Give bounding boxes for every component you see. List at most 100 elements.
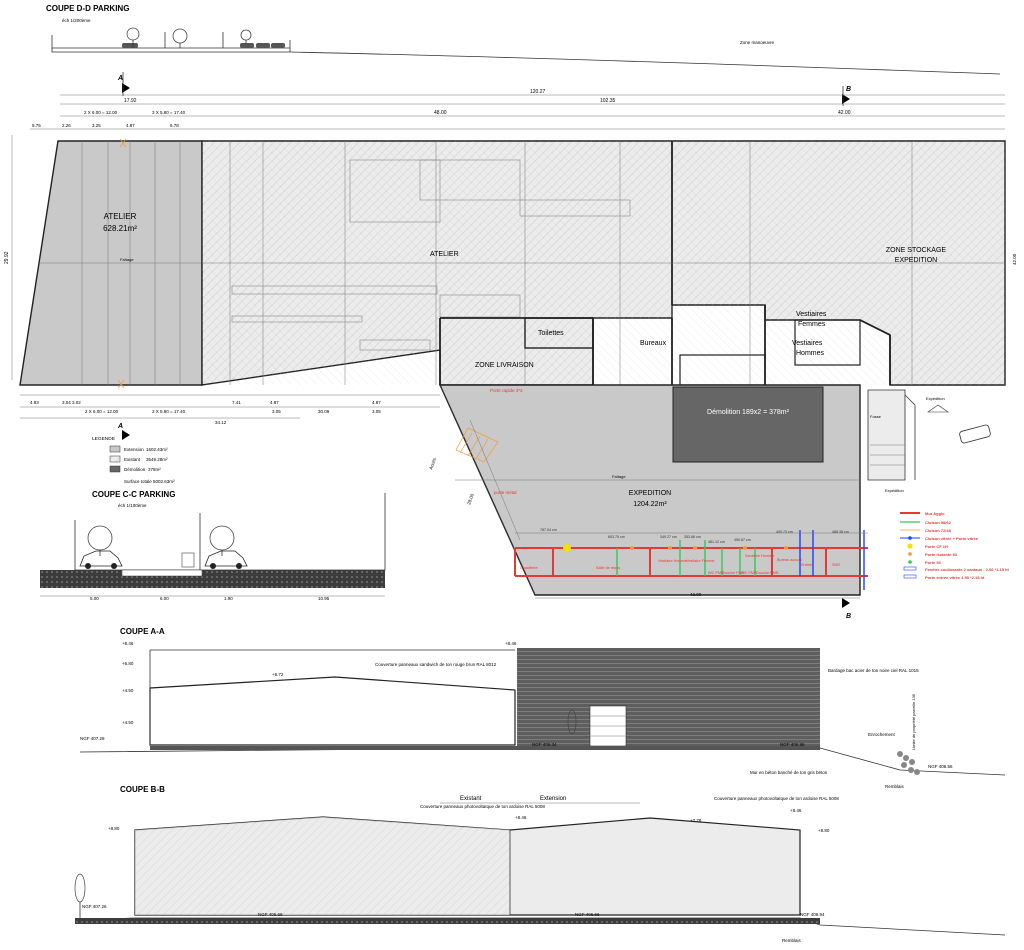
svg-text:3.25: 3.25 (92, 123, 101, 128)
svg-text:48.00: 48.00 (434, 110, 447, 116)
svg-text:42.00: 42.00 (838, 110, 851, 116)
svg-text:3 X 5.80 = 17.40: 3 X 5.80 = 17.40 (152, 409, 186, 414)
svg-text:Cloison 72/48: Cloison 72/48 (925, 528, 952, 533)
marker-b-top: B (846, 86, 851, 93)
demolition-zone (672, 386, 824, 463)
svg-text:Bardage bac acier de ton noire: Bardage bac acier de ton noire ciel RAL … (828, 668, 919, 673)
loading-dock (867, 389, 916, 481)
section-cc: COUPE C-C PARKING éch 1/100ème 5.00 6.00… (40, 490, 386, 601)
svg-text:+8.46: +8.46 (515, 815, 527, 820)
svg-text:42.00: 42.00 (690, 592, 702, 597)
interior-rooms (439, 305, 891, 386)
svg-text:34.12: 34.12 (215, 420, 227, 425)
svg-text:5.75: 5.75 (32, 123, 41, 128)
svg-text:6.78: 6.78 (170, 123, 179, 128)
svg-text:Couverture panneaux photovolta: Couverture panneaux photovoltaïque de to… (714, 796, 839, 801)
svg-text:Hommes: Hommes (796, 350, 825, 357)
svg-text:Vestiaires: Vestiaires (796, 311, 827, 318)
room-sdr: SDR (832, 563, 840, 567)
svg-text:+4.50: +4.50 (122, 720, 134, 725)
room-salle-repos: Salle de repos (596, 566, 620, 570)
svg-text:4.87: 4.87 (372, 400, 381, 405)
svg-text:Vestiaires: Vestiaires (792, 340, 823, 347)
svg-text:Expédition: Expédition (926, 396, 945, 401)
svg-text:NGF 407.28: NGF 407.28 (80, 736, 105, 741)
svg-text:Expédition: Expédition (885, 488, 904, 493)
room-vest-femme: Vestiaire Femme (686, 559, 715, 563)
zone-livraison-label: ZONE LIVRAISON (475, 362, 534, 369)
svg-text:+7.78: +7.78 (690, 818, 702, 823)
svg-text:Extension: Extension (540, 796, 566, 802)
expedition-name: EXPEDITION (629, 490, 671, 497)
svg-text:5.00: 5.00 (90, 596, 99, 601)
tree-icon (567, 709, 577, 735)
svg-text:NGF 407.26: NGF 407.26 (82, 904, 107, 909)
svg-text:Surface totale 5002.63m²: Surface totale 5002.63m² (124, 479, 175, 484)
svg-text:3.04: 3.04 (62, 400, 71, 405)
section-aa: COUPE A-A Couverture panneaux sandwich d… (79, 627, 1006, 789)
svg-text:378m²: 378m² (148, 467, 161, 472)
marker-a-bottom: A (117, 423, 123, 430)
svg-text:Existant: Existant (124, 457, 141, 462)
svg-text:102.35: 102.35 (600, 98, 616, 104)
car-icon (79, 550, 248, 569)
svg-text:787.04 cm: 787.04 cm (540, 528, 557, 532)
svg-text:Limite de propriété parcelle 1: Limite de propriété parcelle 135 (911, 693, 916, 750)
atelier-ext-area: 628.21m² (103, 224, 137, 233)
tree-icon (126, 27, 252, 48)
svg-text:Démolition: Démolition (124, 467, 146, 472)
section-aa-title: COUPE A-A (120, 627, 165, 636)
legend-surfaces: LEGENDE Extension 1602.43m² Existant 354… (92, 436, 175, 484)
svg-text:+6.72: +6.72 (272, 672, 284, 677)
section-dd-terrain (289, 51, 1001, 75)
tree-icon (87, 525, 235, 556)
svg-text:3.05: 3.05 (372, 409, 381, 414)
floor-plan: 120.27 102.35 42.00 17.92 48.00 2 X 6.00… (4, 89, 1017, 599)
svg-text:Porte CF 1H: Porte CF 1H (925, 544, 948, 549)
section-cc-title: COUPE C-C PARKING (92, 490, 175, 499)
svg-text:2 X 6.00 = 12.00: 2 X 6.00 = 12.00 (85, 409, 119, 414)
section-dd-title: COUPE D-D PARKING (46, 4, 129, 13)
existing-building-grid (202, 141, 1005, 385)
svg-text:Porte entrée vitrée 1.90 *2.15: Porte entrée vitrée 1.90 *2.15 ht (925, 575, 985, 580)
demolition-label: Démolition 189x2 = 378m² (707, 409, 790, 416)
svg-text:120.27: 120.27 (530, 89, 546, 95)
svg-text:6.00: 6.00 (160, 596, 169, 601)
svg-text:NGF 406.94: NGF 406.94 (800, 912, 825, 917)
room-bureau-accueil: Bureau accueil (777, 558, 802, 562)
svg-text:10.95: 10.95 (318, 596, 330, 601)
svg-text:Remblais: Remblais (782, 938, 802, 943)
room-entree: Entrée (801, 563, 812, 567)
svg-text:353.86 cm: 353.86 cm (684, 535, 701, 539)
svg-text:1602.43m²: 1602.43m² (146, 447, 168, 452)
svg-text:+6.80: +6.80 (122, 661, 134, 666)
svg-text:Extension: Extension (124, 447, 144, 452)
svg-text:603.75 cm: 603.75 cm (608, 535, 625, 539)
svg-text:NGF 406.56: NGF 406.56 (928, 764, 953, 769)
svg-text:481.12 cm: 481.12 cm (708, 540, 725, 544)
legend-partitions: Mur Agglo Cloison 98/62 Cloison 72/48 Cl… (900, 511, 1009, 580)
atelier-label: ATELIER (430, 251, 459, 258)
expedition-area: 1204.22m² (633, 501, 667, 508)
svg-text:Fenêtre coulissante 2 vantaux: Fenêtre coulissante 2 vantaux : 2.06 *1.… (925, 567, 1009, 572)
svg-text:NGF 406.66: NGF 406.66 (258, 912, 283, 917)
section-dd-profile (51, 35, 291, 53)
svg-text:Toilettes: Toilettes (538, 330, 564, 337)
svg-text:488.38 cm: 488.38 cm (832, 530, 849, 534)
svg-text:+8.80: +8.80 (108, 826, 120, 831)
plan-dimensions-bottom: 4.93 3.04 3.02 2 X 6.00 = 12.00 3 X 5.80… (20, 394, 440, 425)
svg-text:Remblais: Remblais (885, 784, 905, 789)
zone-expedition-label: EXPEDITION (895, 257, 937, 264)
svg-text:3549.28m²: 3549.28m² (146, 457, 168, 462)
svg-text:Faîtage: Faîtage (612, 474, 626, 479)
svg-text:Couverture panneaux photovolta: Couverture panneaux photovoltaïque de to… (420, 804, 545, 809)
svg-text:29.92: 29.92 (4, 251, 10, 264)
svg-text:Couverture panneaux sandwich d: Couverture panneaux sandwich de ton roug… (375, 662, 497, 667)
svg-text:Mur en béton banché de ton gri: Mur en béton banché de ton gris béton (750, 770, 828, 775)
svg-text:30.09: 30.09 (318, 409, 330, 414)
svg-text:1.90: 1.90 (224, 596, 233, 601)
room-douche-pmr-2: Douche PMR (756, 571, 779, 575)
svg-text:Fosse: Fosse (870, 414, 882, 419)
porte-metal-label: porte métal (494, 490, 517, 495)
